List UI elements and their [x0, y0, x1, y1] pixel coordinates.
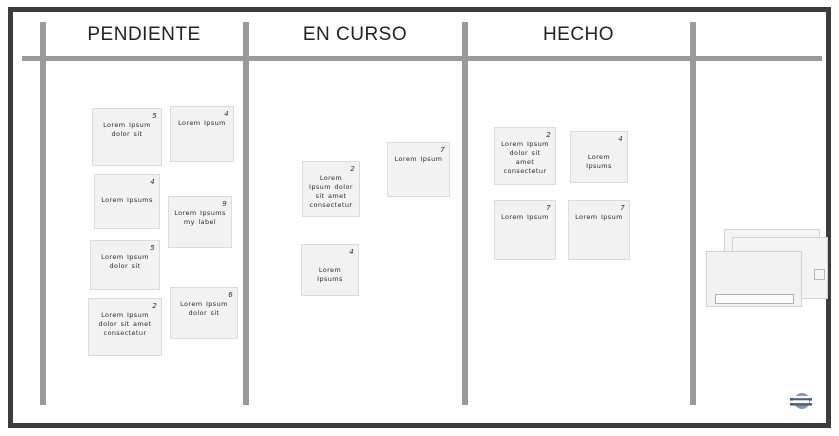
- card-en-curso-2[interactable]: 7 Lorem Ipsum: [387, 142, 450, 197]
- card-text: Lorem Ipsums my label: [174, 209, 226, 226]
- column-title-pendiente: PENDIENTE: [87, 24, 201, 45]
- column-title-en-curso: EN CURSO: [302, 24, 408, 45]
- card-number: 5: [152, 112, 157, 120]
- card-number: 9: [222, 200, 227, 208]
- card-text: Lorem Ipsum: [575, 213, 623, 221]
- card-number: 4: [618, 135, 623, 143]
- card-pendiente-6[interactable]: 6 Lorem Ipsum dolor sit: [170, 287, 238, 339]
- panel-notch-icon: [814, 269, 825, 280]
- card-pendiente-2[interactable]: 4 Lorem Ipsum: [170, 106, 234, 162]
- panel-stack-front[interactable]: [706, 251, 802, 307]
- header-divider-line: [22, 56, 822, 61]
- card-number: 2: [350, 165, 355, 173]
- brand-logo-icon: [790, 393, 812, 409]
- card-text: Lorem Ipsum: [178, 119, 226, 127]
- card-en-curso-1[interactable]: 2 Lorem Ipsum dolor sit amet consectetur: [302, 161, 360, 217]
- panel-stack[interactable]: [706, 229, 832, 313]
- card-text: Lorem Ipsum dolor sit amet consectetur: [98, 311, 152, 337]
- card-text: Lorem Ipsum: [394, 155, 443, 163]
- card-pendiente-5[interactable]: 5 Lorem Ipsum dolor sit: [90, 240, 160, 290]
- card-pendiente-1[interactable]: 5 Lorem Ipsum dolor sit: [92, 108, 162, 166]
- card-text: Lorem Ipsums: [317, 266, 343, 283]
- card-number: 4: [150, 178, 155, 186]
- card-hecho-2[interactable]: 4 Lorem Ipsums: [570, 131, 628, 183]
- card-text: Lorem Ipsum dolor sit: [101, 253, 149, 270]
- column-divider-2: [462, 22, 468, 405]
- card-hecho-4[interactable]: 7 Lorem Ipsum: [568, 200, 630, 260]
- card-text: Lorem Ipsum dolor sit amet consectetur: [309, 174, 353, 209]
- column-divider-left: [40, 22, 46, 405]
- card-pendiente-3[interactable]: 4 Lorem Ipsums: [94, 174, 160, 229]
- brand-logo[interactable]: [788, 390, 814, 412]
- card-en-curso-3[interactable]: 4 Lorem Ipsums: [301, 244, 359, 296]
- card-number: 5: [150, 244, 155, 252]
- card-text: Lorem Ipsum: [501, 213, 549, 221]
- card-number: 7: [546, 204, 551, 212]
- panel-input-field[interactable]: [715, 294, 794, 304]
- column-divider-1: [243, 22, 249, 405]
- card-text: Lorem Ipsum dolor sit amet consectetur: [501, 140, 549, 175]
- card-number: 4: [224, 110, 229, 118]
- card-number: 7: [440, 146, 445, 154]
- card-hecho-3[interactable]: 7 Lorem Ipsum: [494, 200, 556, 260]
- column-divider-3: [690, 22, 696, 405]
- card-text: Lorem Ipsum dolor sit: [180, 300, 228, 317]
- card-number: 4: [349, 248, 354, 256]
- column-title-hecho: HECHO: [542, 24, 615, 45]
- card-text: Lorem Ipsums: [586, 153, 612, 170]
- card-pendiente-7[interactable]: 2 Lorem Ipsum dolor sit amet consectetur: [88, 298, 162, 356]
- card-number: 2: [152, 302, 157, 310]
- card-pendiente-4[interactable]: 9 Lorem Ipsums my label: [168, 196, 232, 248]
- card-text: Lorem Ipsums: [101, 196, 153, 204]
- card-hecho-1[interactable]: 2 Lorem Ipsum dolor sit amet consectetur: [494, 127, 556, 185]
- card-text: Lorem Ipsum dolor sit: [103, 121, 151, 138]
- card-number: 6: [228, 291, 233, 299]
- card-number: 2: [546, 131, 551, 139]
- card-number: 7: [620, 204, 625, 212]
